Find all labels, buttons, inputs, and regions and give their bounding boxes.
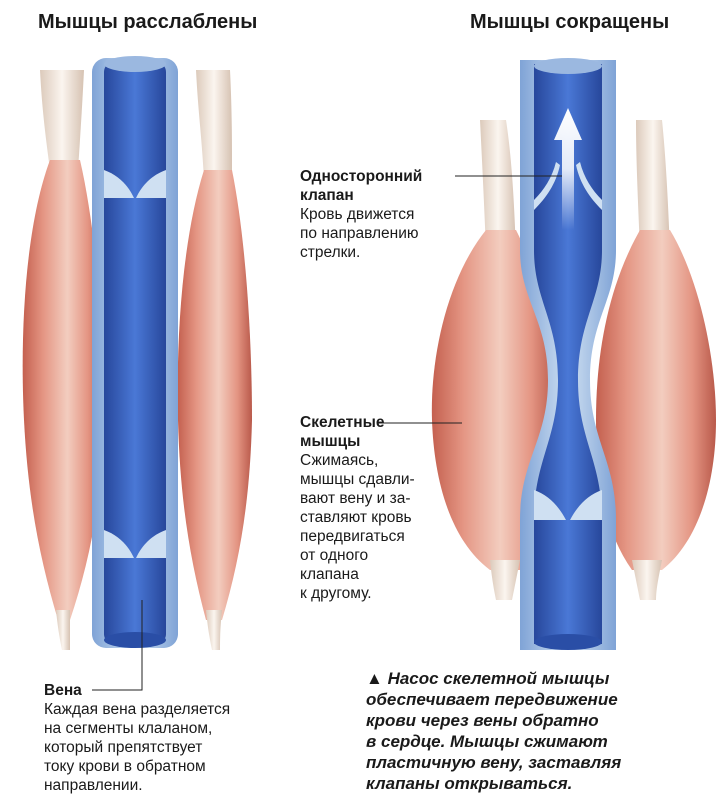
contracted-panel bbox=[431, 58, 716, 650]
caption-line: крови через вены обратно bbox=[366, 711, 599, 730]
muscles-heading-line: мышцы bbox=[300, 433, 361, 450]
muscles-label: Скелетные мышцы Сжимаясь, мышцы сдавли- … bbox=[300, 413, 415, 603]
caption-line: клапаны открываться. bbox=[366, 774, 573, 793]
muscles-body-line: мышцы сдавли- bbox=[300, 471, 415, 488]
valve-heading-line: клапан bbox=[300, 187, 354, 204]
muscles-body-line: ставляют кровь bbox=[300, 509, 412, 526]
vein-label: Вена Каждая вена разделяется на сегменты… bbox=[44, 681, 230, 795]
vein-body-line: на сегменты клаланом, bbox=[44, 720, 213, 737]
relaxed-panel bbox=[22, 56, 252, 650]
vein-body-line: току крови в обратном bbox=[44, 758, 206, 775]
valve-heading-line: Односторонний bbox=[300, 168, 423, 185]
title-relaxed: Мышцы расслаблены bbox=[38, 11, 258, 33]
flow-arrow-icon bbox=[554, 108, 582, 230]
vein-body-line: который препятствует bbox=[44, 739, 203, 756]
vein-heading: Вена bbox=[44, 682, 82, 699]
muscles-heading-line: Скелетные bbox=[300, 414, 385, 431]
right-muscle-relaxed bbox=[177, 70, 252, 650]
muscles-body-line: клапана bbox=[300, 566, 359, 583]
caption-line: обеспечивает передвижение bbox=[366, 690, 618, 709]
valve-body-line: Кровь движется bbox=[300, 206, 415, 223]
vein-relaxed bbox=[92, 56, 178, 648]
muscles-body-line: Сжимаясь, bbox=[300, 452, 379, 469]
left-muscle-relaxed bbox=[22, 70, 105, 650]
title-contracted: Мышцы сокращены bbox=[470, 11, 670, 33]
muscles-body-line: от одного bbox=[300, 547, 369, 564]
valve-body-line: по направлению bbox=[300, 225, 419, 242]
vein-body-line: направлении. bbox=[44, 777, 143, 794]
caption-line: пластичную вену, заставляя bbox=[366, 753, 622, 772]
right-muscle-contracted bbox=[596, 120, 716, 600]
vein-contracted bbox=[520, 58, 616, 650]
valve-label: Односторонний клапан Кровь движется по н… bbox=[300, 167, 422, 262]
vein-leader-line bbox=[92, 600, 143, 691]
caption-line: Насос скелетной мышцы bbox=[387, 669, 610, 688]
muscles-body-line: передвигаться bbox=[300, 528, 405, 545]
figure-caption: ▲ Насос скелетной мышцы обеспечивает пер… bbox=[366, 668, 621, 794]
muscles-body-line: к другому. bbox=[300, 585, 372, 602]
valve-body-line: стрелки. bbox=[300, 244, 361, 261]
caption-marker-icon: ▲ bbox=[366, 669, 383, 688]
vein-body-line: Каждая вена разделяется bbox=[44, 701, 231, 718]
muscles-body-line: вают вену и за- bbox=[300, 490, 411, 507]
caption-line: в сердце. Мышцы сжимают bbox=[366, 732, 608, 751]
